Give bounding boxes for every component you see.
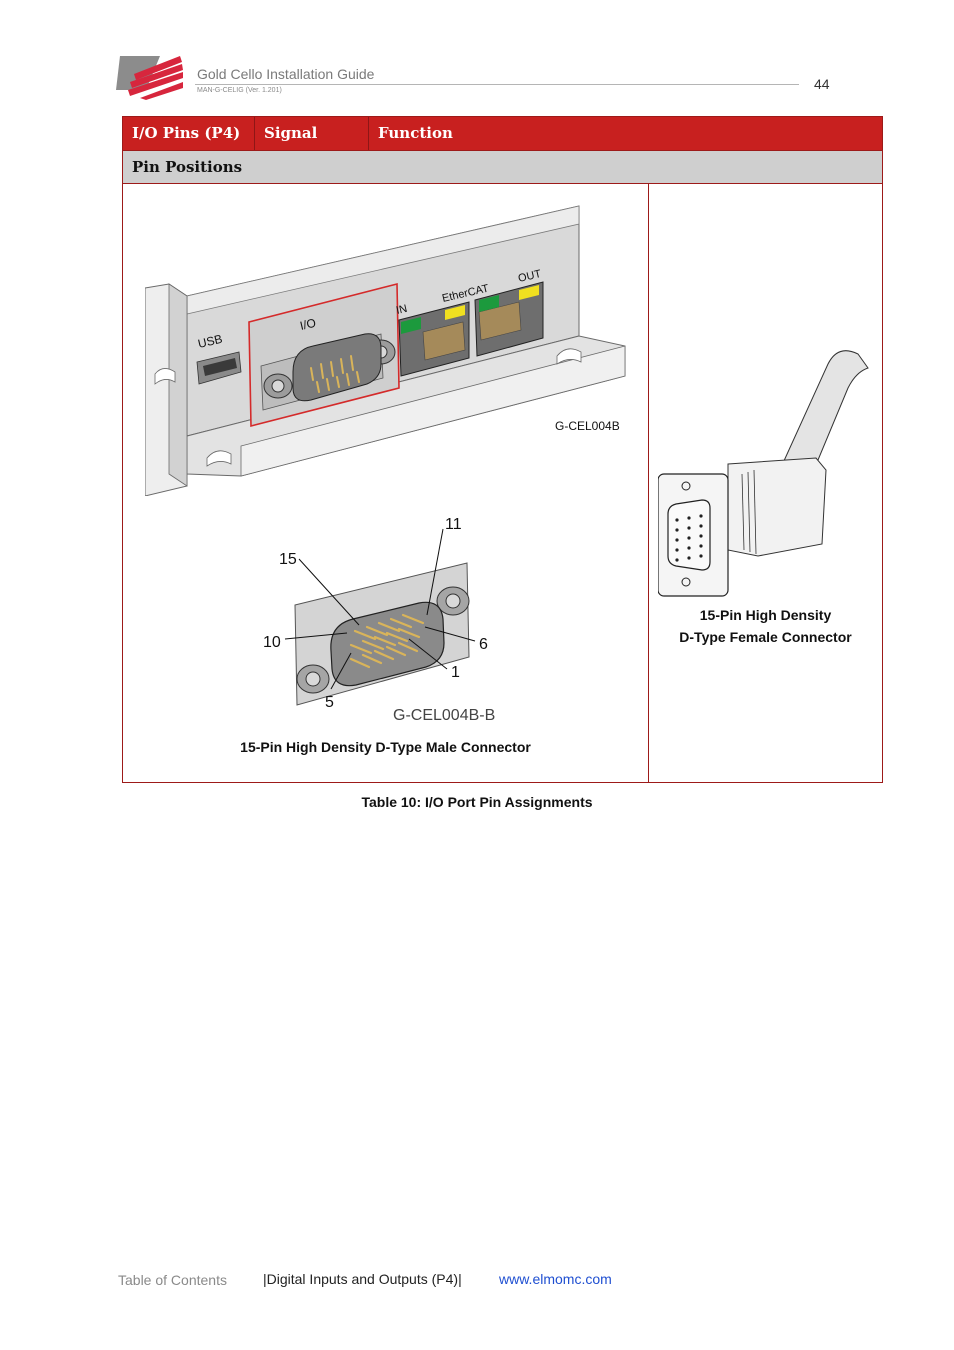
column-header-io-pins: I/O Pins (P4): [123, 117, 255, 150]
header-rule: [195, 84, 799, 85]
io-panel-illustration: USB I/O: [145, 205, 626, 496]
female-connector-illustration: [658, 350, 869, 597]
io-pin-table: I/O Pins (P4) Signal Function Pin Positi…: [122, 116, 883, 783]
table-of-contents-link[interactable]: Table of Contents: [118, 1272, 227, 1288]
panel-code-label: G-CEL004B: [555, 419, 620, 433]
pin-label-10: 10: [263, 634, 281, 651]
male-connector-illustration: 15 11 10 6 1 5 G-CEL004B-B: [263, 516, 495, 724]
svg-text:I/O: I/O: [299, 316, 318, 333]
elmo-logo: [116, 56, 183, 100]
column-divider: [648, 184, 649, 782]
document-id: MAN-G-CELIG (Ver. 1.201): [197, 87, 282, 94]
website-link[interactable]: www.elmomc.com: [499, 1271, 612, 1287]
male-connector-code: G-CEL004B-B: [393, 707, 495, 724]
female-connector-caption-line2: D-Type Female Connector: [679, 629, 852, 645]
footer-section-title: |Digital Inputs and Outputs (P4)|: [263, 1271, 462, 1287]
pin-positions-figure-row: USB I/O: [122, 184, 883, 783]
table-caption: Table 10: I/O Port Pin Assignments: [361, 794, 593, 810]
pin-label-11: 11: [445, 516, 462, 533]
page-number: 44: [814, 76, 830, 92]
pin-positions-row: Pin Positions: [122, 151, 883, 184]
document-title: Gold Cello Installation Guide: [197, 66, 375, 82]
male-connector-caption: 15-Pin High Density D-Type Male Connecto…: [240, 739, 531, 755]
pin-label-1: 1: [451, 664, 460, 681]
column-header-signal: Signal: [255, 117, 369, 150]
svg-text:USB: USB: [197, 332, 224, 351]
svg-text:IN: IN: [395, 303, 408, 317]
ethercat-ports: IN EtherCAT OUT: [395, 268, 544, 377]
svg-text:OUT: OUT: [517, 268, 543, 285]
pin-label-15: 15: [279, 551, 297, 568]
table-header-row: I/O Pins (P4) Signal Function: [122, 116, 883, 151]
pin-label-6: 6: [479, 636, 488, 653]
usb-port: USB: [197, 332, 242, 385]
io-port-highlight: I/O: [248, 282, 400, 428]
pin-label-5: 5: [325, 694, 334, 711]
female-connector-caption-line1: 15-Pin High Density: [699, 607, 832, 623]
column-header-function: Function: [378, 124, 453, 142]
